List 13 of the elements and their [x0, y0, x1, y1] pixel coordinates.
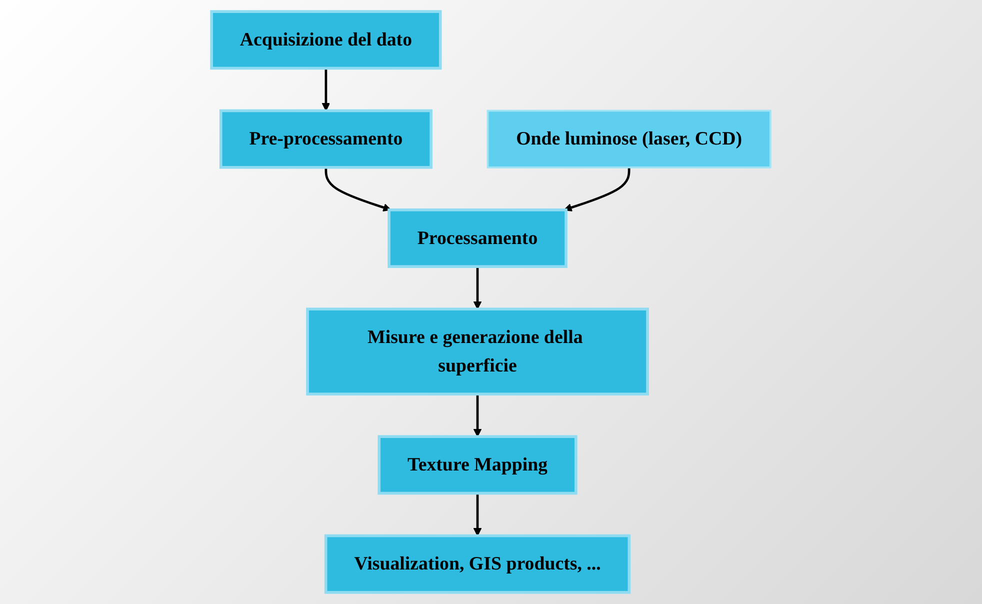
- arrow: [473, 266, 482, 310]
- arrow: [473, 493, 482, 536]
- arrow: [324, 167, 392, 212]
- node-box: Processamento: [388, 208, 568, 268]
- node-box: Onde luminose (laser, CCD): [486, 110, 772, 168]
- arrow: [473, 394, 482, 437]
- arrow: [322, 68, 330, 112]
- node-box: Acquisizione del dato: [210, 10, 442, 70]
- node-box: Visualization, GIS products, ...: [324, 534, 631, 594]
- node-box: Texture Mapping: [378, 435, 578, 495]
- arrow: [564, 167, 630, 212]
- node-box: Pre-processamento: [219, 109, 432, 169]
- node-box: Misure e generazione della superficie: [306, 308, 649, 396]
